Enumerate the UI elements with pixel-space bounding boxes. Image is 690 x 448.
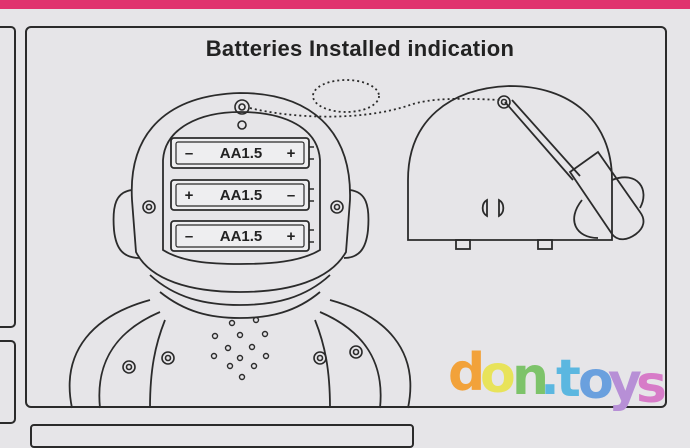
watermark-letter: n bbox=[512, 347, 549, 407]
watermark-letter: o bbox=[480, 345, 516, 405]
watermark-letter: d bbox=[448, 343, 485, 403]
watermark-letter: o bbox=[578, 351, 614, 411]
battery-right-sign: + bbox=[287, 228, 296, 245]
dotted-path bbox=[249, 97, 501, 118]
battery-cover-side-view bbox=[407, 85, 613, 241]
battery-label: AA1.5 bbox=[220, 187, 263, 204]
battery-compartment bbox=[162, 111, 321, 265]
robot-body bbox=[98, 311, 382, 409]
speaker-grille bbox=[210, 316, 270, 381]
battery-left-sign: – bbox=[185, 228, 193, 245]
watermark-letter: . bbox=[540, 347, 560, 407]
battery-left-sign: + bbox=[185, 187, 194, 204]
battery-right-sign: + bbox=[287, 145, 296, 162]
right-ear bbox=[343, 189, 370, 259]
left-panel-edge bbox=[0, 26, 16, 328]
watermark-letter: t bbox=[556, 349, 581, 409]
battery-cell-3: – AA1.5 + bbox=[170, 220, 314, 252]
robot-head-outline bbox=[130, 92, 351, 293]
diagram-title: Batteries Installed indication bbox=[205, 36, 515, 61]
battery-label: AA1.5 bbox=[220, 228, 263, 245]
cover-screw-icon bbox=[497, 95, 511, 109]
battery-label: AA1.5 bbox=[220, 145, 263, 162]
battery-cell-2: + AA1.5 – bbox=[170, 179, 314, 211]
left-screw-icon bbox=[142, 200, 156, 214]
battery-left-sign: – bbox=[185, 145, 193, 162]
left-ear bbox=[112, 189, 141, 259]
magenta-top-strip bbox=[0, 0, 690, 9]
right-screw-icon bbox=[330, 200, 344, 214]
watermark-letter: s bbox=[636, 355, 667, 415]
rotation-arrow bbox=[573, 176, 645, 239]
dotted-ellipse bbox=[312, 79, 380, 113]
battery-right-sign: – bbox=[287, 187, 295, 204]
screwdriver bbox=[504, 101, 574, 181]
battery-stack: – AA1.5 + + AA1.5 – – AA1.5 + bbox=[170, 137, 314, 252]
left-panel-edge-lower bbox=[0, 340, 16, 424]
watermark-letter: y bbox=[608, 353, 642, 413]
instruction-panel bbox=[25, 26, 667, 408]
battery-cell-1: – AA1.5 + bbox=[170, 137, 314, 169]
top-screw-icon bbox=[234, 99, 250, 115]
